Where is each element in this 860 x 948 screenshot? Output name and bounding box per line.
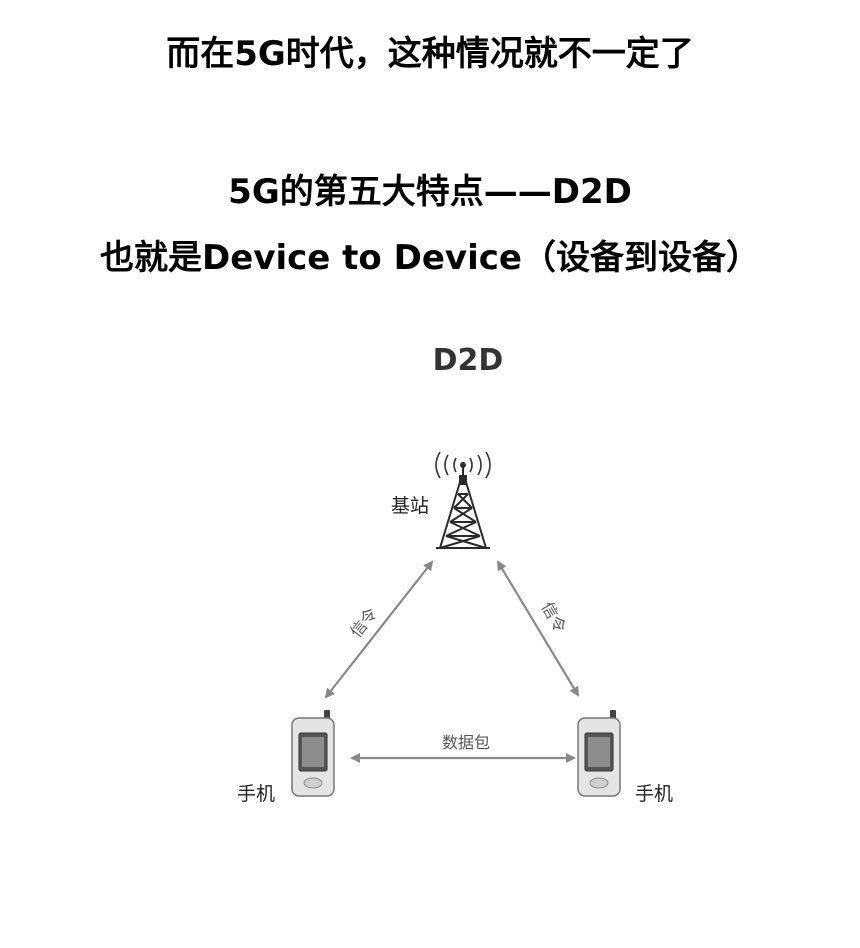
data-packet-label: 数据包 <box>442 733 490 752</box>
left-signal-label: 信令 <box>346 604 381 641</box>
radio-waves-icon <box>435 451 491 479</box>
tower-icon <box>436 462 490 549</box>
headline-line-3: 也就是Device to Device（设备到设备） <box>100 238 760 278</box>
right-phone-icon <box>577 710 621 797</box>
right-phone-label: 手机 <box>635 783 673 805</box>
left-phone-icon <box>291 710 335 797</box>
right-signal-arrow <box>496 560 580 697</box>
left-signal-arrow <box>324 560 434 699</box>
left-phone-label: 手机 <box>237 783 275 805</box>
diagram-title: D2D <box>433 343 504 378</box>
base-station-label: 基站 <box>391 495 429 517</box>
right-signal-label: 信令 <box>538 599 570 636</box>
headline-line-1: 而在5G时代，这种情况就不一定了 <box>166 34 694 74</box>
headline-line-2: 5G的第五大特点——D2D <box>228 172 632 212</box>
